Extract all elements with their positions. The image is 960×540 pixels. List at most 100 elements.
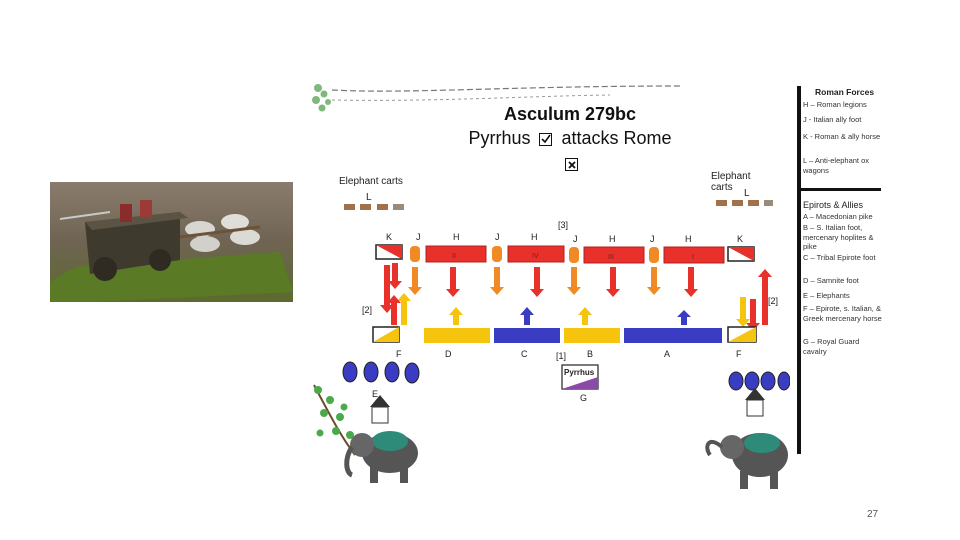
legion-i	[663, 246, 725, 264]
elephant-carts-label-left: Elephant carts	[339, 176, 403, 187]
epirote-label-c: C	[521, 349, 528, 359]
legend-epirote-item-5: E – Elephants	[803, 291, 850, 300]
wagon-5	[716, 200, 727, 206]
vine-border-top	[312, 84, 681, 112]
ox-cart-photo	[50, 182, 293, 302]
tree-branch-icon	[313, 384, 356, 456]
macedonian-pike-a	[624, 328, 722, 343]
legion-ii-label: II	[452, 253, 456, 260]
roman-label-j1: J	[416, 232, 421, 242]
ally-foot-j3	[569, 247, 579, 263]
legend-epirote-item-6: F – Epirote, s. Italian, & Greek mercena…	[803, 304, 882, 323]
roman-label-j4: J	[650, 234, 655, 244]
blue-up-arrow-1	[520, 307, 534, 325]
legend-epirote-item-3: C – Tribal Epirote foot	[803, 253, 876, 262]
legend-epirote-item-4: D – Samnite foot	[803, 276, 859, 285]
legend-epirote-item-2: B – S. Italian foot, mercenary hoplites …	[803, 223, 874, 251]
battle-diagram: L L [3] K J H J H J H J H K II IV III I	[313, 188, 790, 489]
elephant-token-5	[728, 371, 744, 391]
checkbox-x-icon	[565, 156, 578, 174]
pyrrhus-guard-g: Pyrrhus	[561, 364, 599, 390]
guard-label-g: G	[580, 393, 587, 403]
wagon-1	[344, 204, 355, 210]
elephant-icon-left	[344, 395, 418, 483]
ally-advance-arrows	[408, 267, 661, 295]
yellow-up-arrow-1	[449, 307, 463, 325]
legend-separator	[797, 188, 881, 191]
samnite-foot-d	[424, 328, 490, 343]
roman-label-h1: H	[453, 232, 460, 242]
subtitle-part1: Pyrrhus	[468, 128, 531, 148]
left-flank-arrows	[380, 265, 411, 325]
legion-ii	[425, 245, 487, 263]
elephant-label-e-left: E	[372, 389, 378, 399]
wagon-6	[732, 200, 743, 206]
elephant-token-6	[744, 371, 760, 391]
legion-iv-label: IV	[532, 253, 539, 260]
blue-up-arrow-2	[677, 310, 691, 325]
roman-label-j3: J	[573, 234, 578, 244]
legend-roman-item-3: K - Roman & ally horse	[803, 132, 881, 141]
slide-title: Asculum 279bc	[503, 104, 637, 124]
legend-roman-item-4: L – Anti-elephant ox wagons	[803, 156, 870, 175]
elephant-token-8	[777, 371, 790, 391]
roman-label-h4: H	[685, 234, 692, 244]
epirote-label-1: [1]	[556, 351, 566, 361]
right-flank-arrows	[736, 269, 772, 331]
wagon-label-l-right: L	[744, 188, 750, 199]
roman-label-j2: J	[495, 232, 500, 242]
epirote-horse-f-right	[727, 326, 757, 343]
roman-horse-k-left	[375, 244, 403, 260]
elephant-icon-right	[705, 388, 788, 489]
elephant-token-3	[384, 361, 400, 383]
legend-epirote-title: Epirots & Allies	[803, 200, 864, 210]
roman-horse-k-right	[727, 246, 755, 262]
elephant-token-4	[404, 362, 420, 384]
slide-subtitle: Pyrrhus attacks Rome	[440, 128, 700, 149]
wagon-2	[360, 204, 371, 210]
elephant-token-1	[342, 361, 358, 383]
wagon-label-l-left: L	[366, 192, 372, 203]
epirote-label-f-left: F	[396, 349, 402, 359]
legend-epirote-item-7: G – Royal Guard cavalry	[803, 337, 860, 356]
roman-advance-arrows	[388, 263, 698, 297]
legend-vertical-rule	[797, 86, 801, 454]
roman-label-h3: H	[609, 234, 616, 244]
legend-roman-item-2: J - Italian ally foot	[803, 115, 862, 124]
ally-foot-j1	[410, 246, 420, 262]
elephant-token-7	[760, 371, 776, 391]
wagon-3	[377, 204, 388, 210]
italian-foot-b	[564, 328, 620, 343]
elephant-token-2	[363, 361, 379, 383]
roman-label-k1: K	[386, 232, 392, 242]
subtitle-part2: attacks Rome	[561, 128, 672, 148]
epirote-label-f-right: F	[736, 349, 742, 359]
legion-iii-label: III	[608, 254, 614, 261]
yellow-up-arrow-2	[578, 307, 592, 325]
legend-epirote-item-1: A – Macedonian pike	[803, 212, 873, 221]
legend-roman-title: Roman Forces	[815, 87, 875, 97]
wagon-8	[764, 200, 773, 206]
page-number: 27	[867, 509, 879, 520]
bracket-2-left: [2]	[362, 305, 372, 315]
epirote-label-b: B	[587, 349, 593, 359]
ally-foot-j4	[649, 247, 659, 263]
wagon-4	[393, 204, 404, 210]
bracket-3: [3]	[558, 220, 568, 230]
legion-i-label: I	[692, 254, 694, 261]
elephant-carts-label-right: Elephant carts	[711, 171, 751, 193]
legion-iv	[507, 245, 565, 263]
legend-roman-item-1: H – Roman legions	[803, 100, 867, 109]
roman-label-k2: K	[737, 234, 743, 244]
ally-foot-j2	[492, 246, 502, 262]
epirote-label-d: D	[445, 349, 452, 359]
checkbox-check-icon	[539, 132, 553, 146]
legend-panel: Roman Forces H – Roman legions J - Itali…	[797, 86, 885, 454]
epirote-horse-f-left	[372, 326, 400, 343]
legion-iii	[583, 246, 645, 264]
pyrrhus-box-label: Pyrrhus	[564, 368, 595, 377]
roman-label-h2: H	[531, 232, 538, 242]
wagon-7	[748, 200, 759, 206]
epirote-label-a: A	[664, 349, 670, 359]
bracket-2-right: [2]	[768, 296, 778, 306]
